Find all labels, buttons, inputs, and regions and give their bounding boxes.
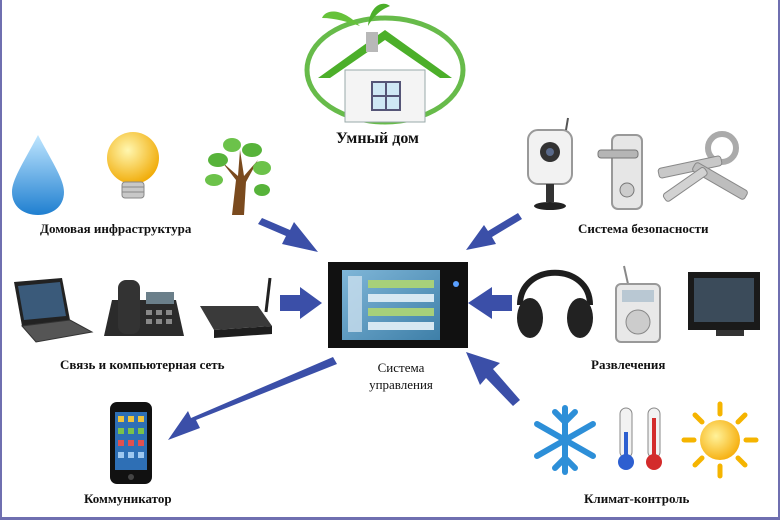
snowflake-icon (534, 405, 596, 475)
arrow-network (280, 287, 322, 319)
house-icon (304, 3, 466, 125)
arrow-security (466, 213, 522, 250)
headphones-icon (517, 269, 593, 338)
arrow-infrastructure (258, 218, 318, 252)
label-climate: Климат-контроль (584, 491, 690, 506)
camera-icon (527, 117, 573, 210)
phone-icon (104, 280, 184, 336)
thermometer-icon (618, 407, 662, 470)
water-drop-icon (12, 135, 64, 215)
center-label-line2: управления (369, 377, 433, 392)
label-network: Связь и компьютерная сеть (60, 357, 225, 372)
label-entertainment: Развлечения (591, 357, 666, 372)
arrow-climate (466, 352, 520, 406)
radio-icon (615, 265, 661, 343)
center-label: Система управления (346, 359, 456, 393)
tv-icon (688, 272, 760, 336)
control-panel-icon (328, 262, 468, 348)
diagram-title: Умный дом (336, 130, 419, 147)
smartphone-icon (110, 402, 152, 484)
door-lock-icon (597, 134, 643, 210)
label-infrastructure: Домовая инфраструктура (40, 221, 192, 236)
label-communicator: Коммуникатор (84, 491, 172, 506)
arrow-entertainment (468, 287, 512, 319)
tree-icon (205, 138, 271, 215)
laptop-icon (14, 278, 94, 343)
sun-icon (681, 401, 759, 479)
label-security: Система безопасности (578, 221, 709, 236)
center-label-line1: Система (377, 360, 425, 375)
router-icon (200, 277, 272, 338)
arrow-communicator (168, 357, 337, 440)
light-bulb-icon (107, 132, 159, 199)
keys-icon (657, 131, 748, 202)
